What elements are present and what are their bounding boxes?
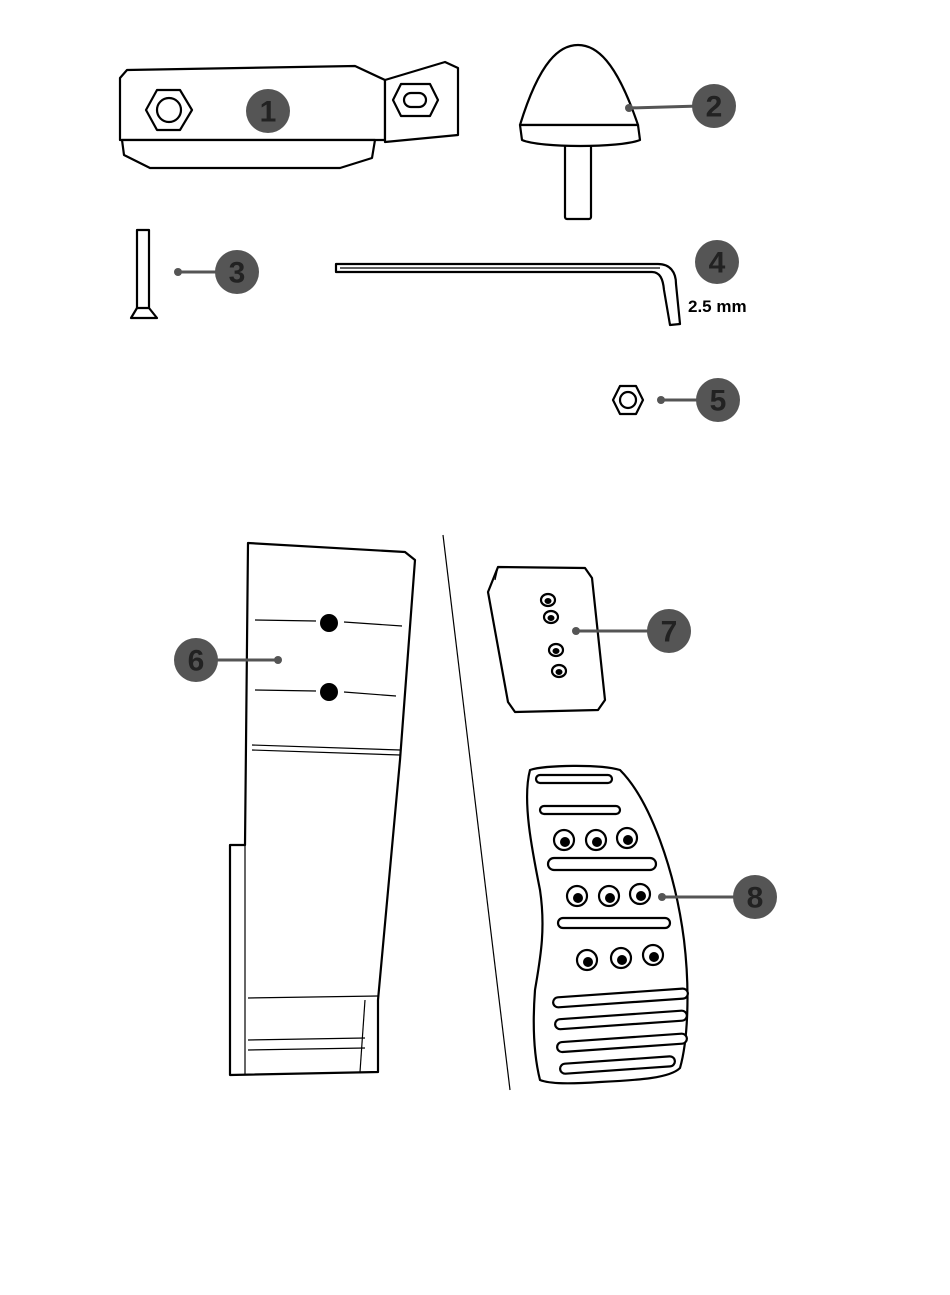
callout-number: 8: [747, 882, 764, 915]
callout-5: 5: [696, 378, 740, 422]
rubber-stopper-icon: [520, 45, 640, 219]
callout-number: 7: [661, 616, 678, 649]
callout-number: 3: [229, 257, 246, 290]
callout-4: 4: [695, 240, 739, 284]
allen-key-icon: [336, 264, 680, 325]
callout-number: 5: [710, 385, 727, 418]
callout-3: 3: [215, 250, 259, 294]
callout-6: 6: [174, 638, 218, 682]
pedal-arm-icon: [230, 543, 415, 1075]
callout-number: 4: [709, 247, 726, 280]
pedal-plate-icon: [527, 766, 688, 1083]
callout-7: 7: [647, 609, 691, 653]
screw-icon: [131, 230, 157, 318]
callout-8: 8: [733, 875, 777, 919]
callout-number: 1: [260, 96, 277, 129]
allen-key-size-label: 2.5 mm: [688, 297, 747, 316]
hex-nut-icon: [613, 386, 643, 414]
spacer-block-icon: [488, 567, 605, 712]
callout-2: 2: [692, 84, 736, 128]
callout-1: 1: [246, 89, 290, 133]
callout-number: 6: [188, 645, 205, 678]
callout-number: 2: [706, 91, 723, 124]
